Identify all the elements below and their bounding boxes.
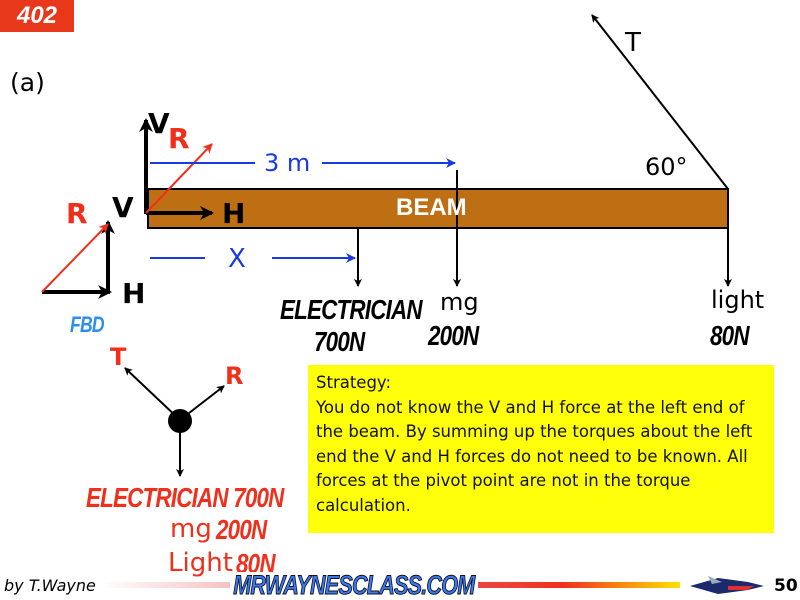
part-label: (a)	[10, 68, 45, 97]
pivot-h-label: H	[222, 197, 246, 230]
angle-label: 60°	[645, 153, 688, 181]
junction-point	[168, 409, 192, 433]
strategy-body: You do not know the V and H force at the…	[316, 397, 753, 515]
junction-mg-value: 200N	[216, 514, 267, 545]
beam-label: BEAM	[396, 194, 467, 221]
light-name: light	[711, 286, 765, 314]
author-label: by T.Wayne	[4, 576, 96, 595]
strategy-title: Strategy:	[316, 373, 392, 392]
strategy-box: Strategy: You do not know the V and H fo…	[308, 365, 774, 533]
tension-label: T	[625, 28, 641, 58]
electrician-name: ELECTRICIAN	[280, 294, 423, 325]
fbd-h-label: H	[122, 277, 146, 310]
pivot-r-label: R	[168, 122, 190, 155]
rocket-icon	[690, 576, 764, 594]
pivot-v-label: V	[148, 107, 170, 140]
junction-t-label: T	[110, 343, 127, 371]
slide-number-badge: 402	[0, 0, 74, 32]
junction-r-label: R	[225, 362, 244, 390]
junction-mg-name: mg	[170, 514, 212, 544]
electrician-value: 700N	[314, 326, 365, 357]
fbd-r-label: R	[66, 197, 88, 230]
mg-name: mg	[440, 288, 479, 316]
fbd-r-arrow	[41, 223, 109, 293]
pivot-r-arrow	[145, 143, 213, 214]
fbd-v-label: V	[112, 191, 134, 224]
page-number: 50	[774, 576, 798, 596]
junction-t-arrow	[124, 367, 181, 421]
site-logo: MRWAYNESCLASS.COM	[230, 571, 478, 599]
mg-value: 200N	[428, 320, 479, 351]
fbd-label: FBD	[70, 312, 105, 337]
distance-3m-label: 3 m	[264, 149, 311, 177]
distance-x-label: X	[228, 244, 246, 274]
light-value: 80N	[710, 320, 750, 351]
junction-electrician: ELECTRICIAN 700N	[86, 482, 284, 513]
tension-arrow	[591, 14, 729, 190]
junction-light-name: Light	[168, 548, 233, 578]
